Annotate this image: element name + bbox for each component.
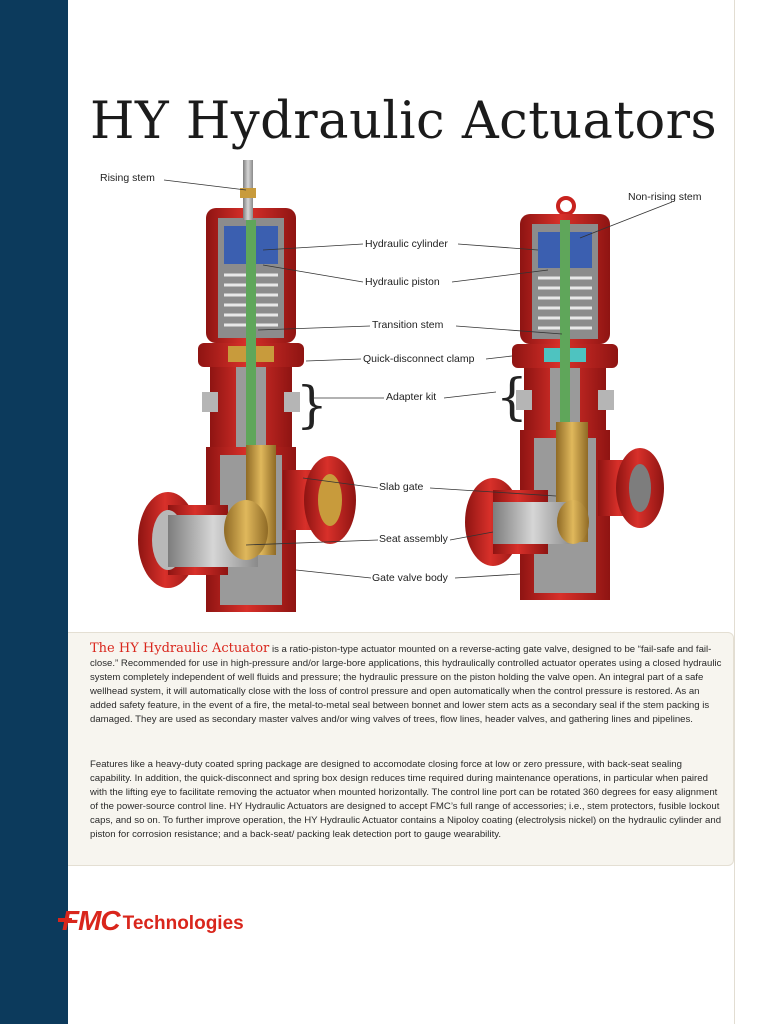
svg-text:}: } — [296, 376, 328, 434]
actuator-illustration: } { — [138, 160, 673, 612]
svg-text:{: { — [496, 368, 528, 426]
page-title: HY Hydraulic Actuators — [90, 92, 718, 151]
description-paragraph-1: The HY Hydraulic Actuator is a ratio-pis… — [90, 642, 726, 727]
label-adapter-kit: Adapter kit — [386, 391, 437, 403]
label-seat-assembly: Seat assembly — [379, 533, 448, 545]
description-panel — [68, 632, 734, 866]
right-rule — [734, 0, 735, 1024]
label-quick-disconnect-clamp: Quick-disconnect clamp — [363, 353, 475, 365]
logo-mark: FMC — [58, 905, 121, 936]
label-non-rising-stem: Non-rising stem — [628, 191, 702, 203]
logo-text: Technologies — [122, 913, 244, 934]
label-rising-stem: Rising stem — [100, 172, 155, 184]
side-band — [0, 0, 68, 1024]
label-slab-gate: Slab gate — [379, 481, 424, 493]
label-gate-valve-body: Gate valve body — [372, 572, 448, 584]
fmc-logo: FMC Technologies — [58, 904, 244, 938]
right-actuator — [465, 196, 664, 600]
label-transition-stem: Transition stem — [372, 319, 444, 331]
label-hydraulic-piston: Hydraulic piston — [365, 276, 440, 288]
description-paragraph-2: Features like a heavy-duty coated spring… — [90, 759, 722, 840]
paragraph-1-text: is a ratio-piston-type actuator mounted … — [90, 644, 722, 725]
lead-in: The HY Hydraulic Actuator — [90, 641, 270, 656]
label-hydraulic-cylinder: Hydraulic cylinder — [365, 238, 448, 250]
left-actuator — [138, 160, 356, 612]
